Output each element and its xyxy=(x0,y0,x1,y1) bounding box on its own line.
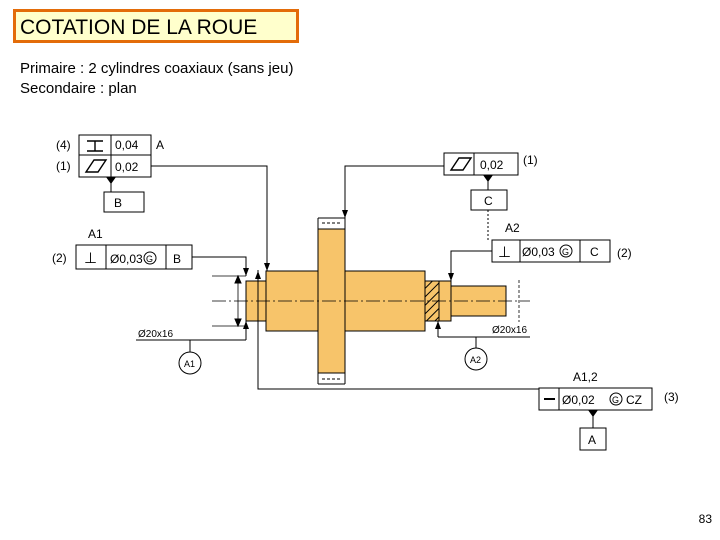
left-fit-dimension: Ø20x16 xyxy=(138,329,173,340)
perp-left-value: 0,04 xyxy=(115,138,139,152)
callout-2-right: (2) xyxy=(617,246,632,260)
frame-top-left: (4) (1) 0,04 A 0,02 B xyxy=(56,134,270,271)
perp-a1-ref: B xyxy=(173,252,181,266)
label-a1-top: A1 xyxy=(88,227,103,241)
callout-3: (3) xyxy=(664,390,679,404)
dimensions: Ø20x16 A1 Ø20x16 A2 xyxy=(136,321,530,375)
perp-a2-value: Ø0,03 xyxy=(522,245,555,259)
datum-a1-circle: A1 xyxy=(184,359,195,369)
description-line-2: Secondaire : plan xyxy=(20,80,137,97)
page-number: 83 xyxy=(698,512,712,526)
callout-2-left: (2) xyxy=(52,251,67,265)
straight-suffix: CZ xyxy=(626,393,642,407)
flat-right-value: 0,02 xyxy=(480,158,504,172)
right-fit-dimension: Ø20x16 xyxy=(492,325,527,336)
modifier-a2: G xyxy=(562,247,569,257)
flatness-icon xyxy=(84,159,108,173)
modifier-straight: G xyxy=(612,395,619,405)
label-a2-top: A2 xyxy=(505,221,520,235)
datum-a2-circle: A2 xyxy=(470,355,481,365)
page-title: COTATION DE LA ROUE xyxy=(20,16,258,39)
datum-b: B xyxy=(114,196,122,210)
callout-1-left: (1) xyxy=(56,159,71,173)
modifier-a1: G xyxy=(146,254,153,264)
title-box: COTATION DE LA ROUE xyxy=(13,9,299,43)
flat-left-value: 0,02 xyxy=(115,160,139,174)
perp-a2-ref: C xyxy=(590,245,599,259)
datum-a: A xyxy=(588,433,596,447)
frame-a1: A1 (2) ⊥ Ø0,03 G B xyxy=(52,227,249,276)
callout-1-right: (1) xyxy=(523,153,538,167)
frame-a2: A2 ⊥ Ø0,03 G C (2) xyxy=(448,221,632,281)
description-line-1: Primaire : 2 cylindres coaxiaux (sans je… xyxy=(20,60,294,77)
callout-4: (4) xyxy=(56,138,71,152)
frame-straightness: A1,2 Ø0,02 G CZ (3) A xyxy=(255,270,679,451)
perp-a2-symbol: ⊥ xyxy=(498,244,511,261)
perp-a1-symbol: ⊥ xyxy=(84,250,97,267)
label-a12: A1,2 xyxy=(573,370,598,384)
frame-top-right: 0,02 (1) C xyxy=(342,152,538,240)
part-drawing xyxy=(212,217,530,385)
datum-c: C xyxy=(484,194,493,208)
straight-value: Ø0,02 xyxy=(562,393,595,407)
perp-left-ref: A xyxy=(156,138,164,152)
perp-a1-value: Ø0,03 xyxy=(110,252,143,266)
flatness-icon-right xyxy=(449,157,473,171)
